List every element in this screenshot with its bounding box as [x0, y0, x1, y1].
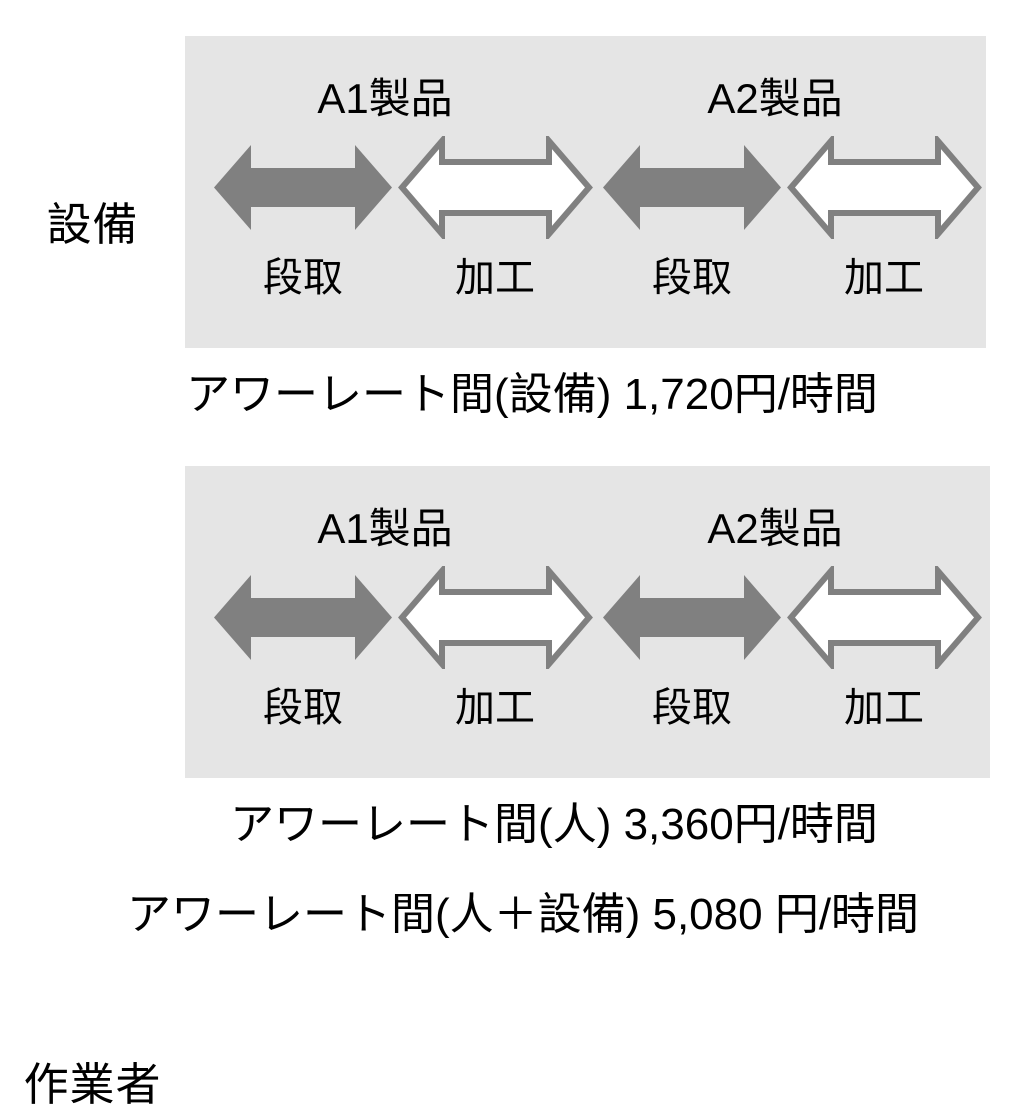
step-label-machining-a1: 加工: [455, 256, 535, 300]
row-equipment: 設備 A1製品 A2製品 段取 加工 段取 加工: [0, 36, 1024, 348]
arrow-setup-a2: [603, 145, 781, 230]
product-label-a1: A1製品: [317, 75, 453, 122]
step-label-machining-a1: 加工: [455, 686, 535, 730]
arrow-setup-a2: [603, 575, 781, 660]
panel-worker: A1製品 A2製品 段取 加工 段取 加工: [185, 466, 990, 778]
figure-canvas: 設備 A1製品 A2製品 段取 加工 段取 加工: [0, 36, 1024, 1107]
arrow-machining-a1: [398, 566, 593, 669]
arrow-machining-a2: [787, 136, 982, 239]
step-label-setup-a1: 段取: [263, 256, 343, 300]
row-label-worker: 作業者: [23, 1059, 162, 1110]
product-label-a2: A2製品: [707, 505, 843, 552]
caption-combined-rate: アワーレート間(人＋設備) 5,080 円/時間: [126, 890, 920, 939]
product-label-a2: A2製品: [707, 75, 843, 122]
arrow-machining-a2: [787, 566, 982, 669]
step-label-setup-a2: 段取: [652, 256, 732, 300]
step-label-machining-a2: 加工: [844, 256, 924, 300]
row-worker: 作業者 A1製品 A2製品 段取 加工 段取 加工: [0, 466, 1024, 1107]
arrow-setup-a1: [214, 575, 392, 660]
step-label-setup-a1: 段取: [263, 686, 343, 730]
arrow-setup-a1: [214, 145, 392, 230]
step-label-setup-a2: 段取: [652, 686, 732, 730]
caption-equipment-rate: アワーレート間(設備) 1,720円/時間: [186, 370, 878, 419]
row-label-equipment: 設備: [46, 199, 139, 250]
caption-worker-rate: アワーレート間(人) 3,360円/時間: [230, 800, 878, 849]
step-label-machining-a2: 加工: [844, 686, 924, 730]
product-label-a1: A1製品: [317, 505, 453, 552]
panel-equipment: A1製品 A2製品 段取 加工 段取 加工: [185, 36, 986, 348]
arrow-machining-a1: [398, 136, 593, 239]
